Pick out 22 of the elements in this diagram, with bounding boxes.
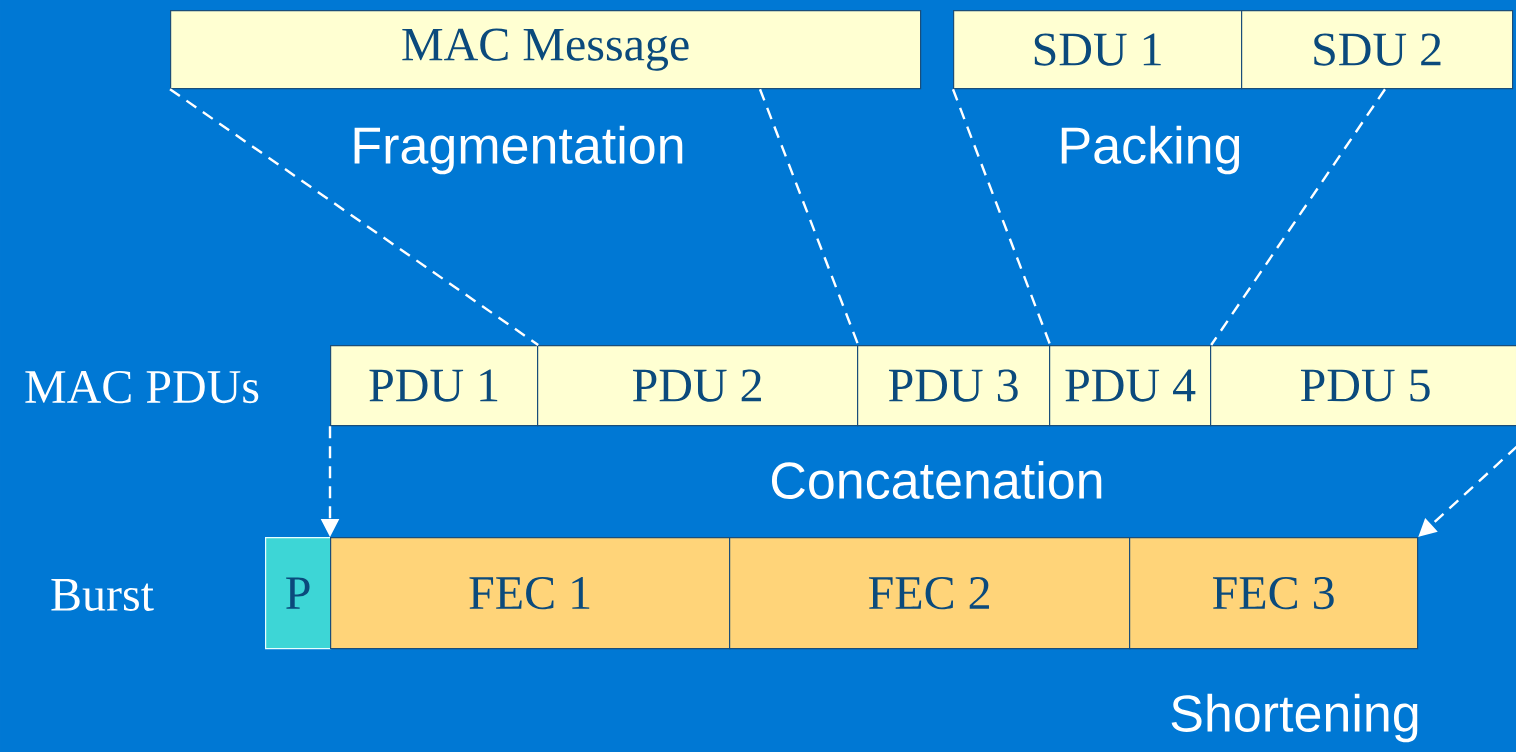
pdu-box: PDU 1 — [330, 345, 539, 427]
preamble-box: P — [265, 537, 332, 650]
sdu-box: SDU 1 — [953, 10, 1243, 90]
pdu-box: PDU 2 — [537, 345, 859, 427]
dashed-line — [169, 88, 539, 346]
process-label: Shortening — [1171, 693, 1418, 743]
fec-block: FEC 1 — [330, 537, 731, 650]
fec-block: FEC 3 — [1129, 537, 1419, 650]
pdu-box: PDU 4 — [1049, 345, 1212, 427]
row-label: MAC PDUs — [25, 370, 259, 404]
pdu-box: PDU 3 — [857, 345, 1051, 427]
dashed-line — [951, 88, 1052, 346]
message-box: MAC Message — [170, 10, 922, 90]
row-label: Burst — [51, 579, 154, 611]
dashed-line — [758, 88, 860, 346]
fec-block: FEC 2 — [729, 537, 1131, 650]
process-label: Packing — [1061, 125, 1240, 175]
pdu-box: PDU 5 — [1210, 345, 1516, 427]
process-label: Fragmentation — [354, 125, 683, 175]
sdu-box: SDU 2 — [1241, 10, 1514, 90]
dashed-line — [1210, 88, 1386, 346]
process-label: Concatenation — [771, 460, 1102, 500]
